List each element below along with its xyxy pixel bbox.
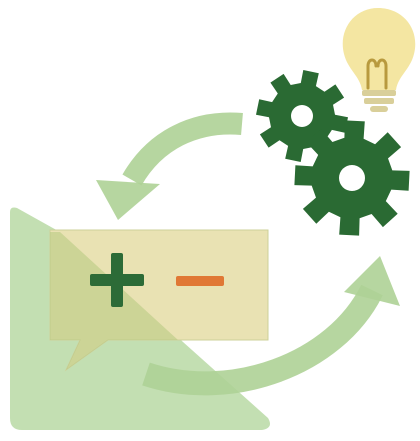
cycle-arrow-top-icon	[96, 112, 243, 220]
gear-hole-shape	[291, 105, 313, 127]
lightbulb-icon	[342, 8, 416, 112]
gear-hole-shape	[339, 165, 365, 191]
cycle-arrow-bottom-icon	[142, 256, 400, 396]
plus-icon	[90, 253, 144, 307]
gear-icon	[294, 120, 410, 236]
minus-icon	[176, 276, 224, 286]
